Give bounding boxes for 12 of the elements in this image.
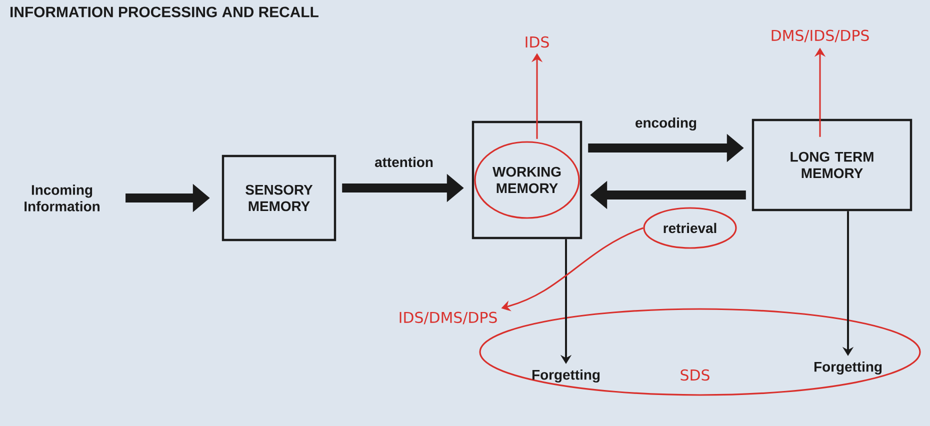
annotation-text: IDS/DMS/DPS	[400, 312, 497, 324]
input-label: Incoming Information	[24, 184, 100, 212]
title: INFORMATION PROCESSING AND RECALL	[10, 6, 318, 18]
annotation-text: IDS	[526, 36, 549, 48]
annotation-text: DMS/IDS/DPS	[772, 30, 869, 42]
edge-label: encoding	[634, 116, 698, 132]
edge-label: attention	[374, 156, 434, 168]
memory-box: SENSORY MEMORY	[222, 154, 336, 242]
outcome-label: Forgetting	[532, 369, 600, 383]
memory-box: WORKING MEMORY	[472, 120, 582, 240]
memory-box: LONG TERM MEMORY	[752, 118, 912, 212]
outcome-label: Forgetting	[814, 361, 882, 375]
